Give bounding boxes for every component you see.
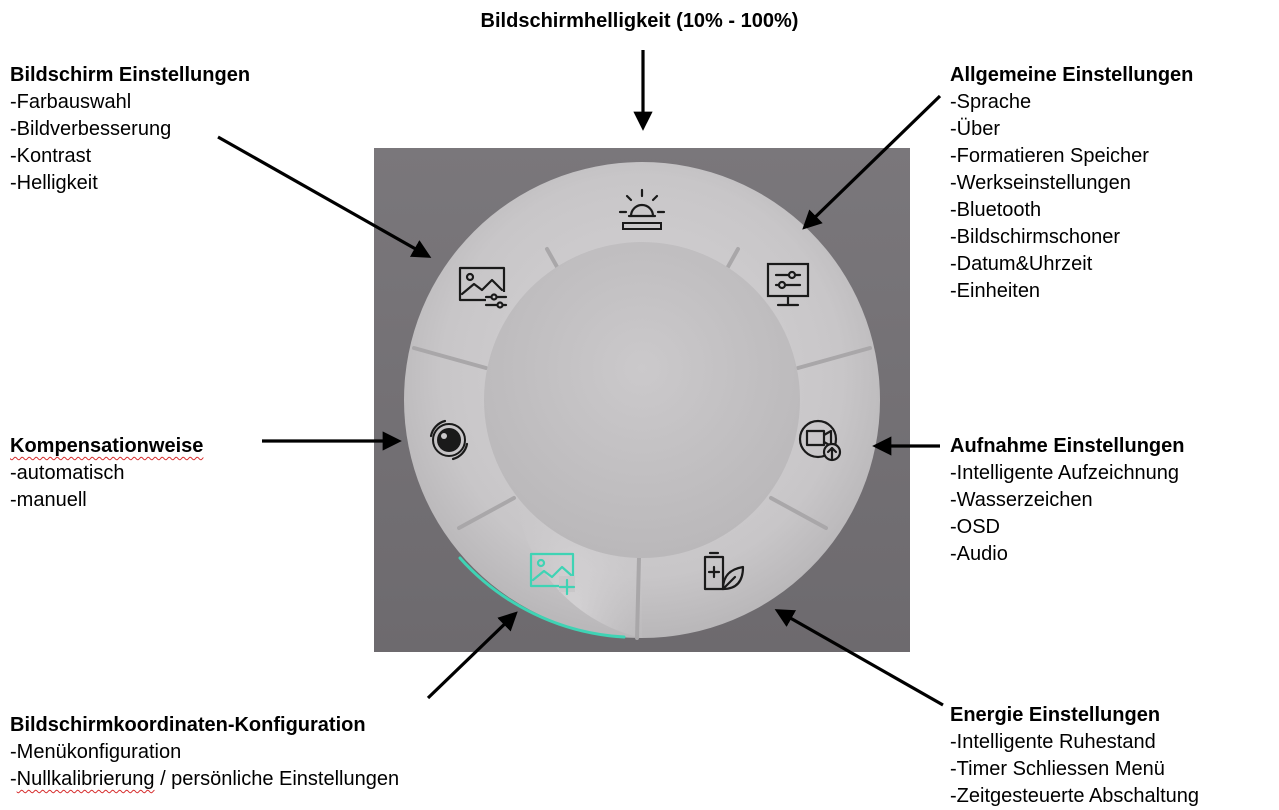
screen-settings-item: -Bildverbesserung [10,118,172,140]
coordinates-title: Bildschirmkoordinaten-Konfiguration [10,714,366,736]
compensation-item: -automatisch [10,462,125,484]
recording-settings-item: -OSD [950,516,1000,538]
brightness-title: Bildschirmhelligkeit (10% - 100%) [480,10,799,32]
screen-settings-item: -Kontrast [10,145,92,167]
energy-settings-title: Energie Einstellungen [950,704,1161,726]
general-settings-item: -Bildschirmschoner [950,226,1121,248]
general-settings-item: -Formatieren Speicher [950,145,1149,167]
compensation-icon[interactable] [429,419,469,461]
energy-settings-item: -Intelligente Ruhestand [950,731,1156,753]
circular-menu [404,162,880,640]
general-settings-item: -Bluetooth [950,199,1042,221]
general-settings-label: Allgemeine Einstellungen -Sprache -Über … [950,62,1193,305]
energy-settings-item: -Timer Schliessen Menü [950,758,1165,780]
brightness-icon[interactable] [618,188,666,230]
menu-center-disc [484,242,800,558]
coordinates-label: Bildschirmkoordinaten-Konfiguration -Men… [10,712,399,793]
coordinates-item-prefix: - [10,768,17,790]
screen-settings-label: Bildschirm Einstellungen -Farbauswahl -B… [10,62,250,197]
coordinates-item-2: -Nullkalibrierung / persönliche Einstell… [10,766,399,793]
general-settings-item: -Werkseinstellungen [950,172,1131,194]
general-settings-title: Allgemeine Einstellungen [950,64,1194,86]
screen-settings-item: -Helligkeit [10,172,98,194]
general-settings-item: -Sprache [950,91,1032,113]
general-settings-item: -Datum&Uhrzeit [950,253,1093,275]
screen-settings-item: -Farbauswahl [10,91,132,113]
recording-settings-item: -Audio [950,543,1008,565]
energy-settings-label: Energie Einstellungen -Intelligente Ruhe… [950,702,1199,810]
compensation-label: Kompensationweise -automatisch -manuell [10,433,203,514]
coordinates-icon[interactable] [529,552,576,596]
screen-settings-title: Bildschirm Einstellungen [10,64,251,86]
compensation-title: Kompensationweise [10,435,204,457]
recording-settings-label: Aufnahme Einstellungen -Intelligente Auf… [950,433,1184,568]
general-settings-item: -Über [950,118,1001,140]
monitor-settings-icon[interactable] [766,262,810,307]
record-settings-icon[interactable] [798,419,842,462]
energy-icon[interactable] [703,551,745,591]
coordinates-item-underlined: Nullkalibrierung [16,768,155,790]
recording-settings-title: Aufnahme Einstellungen [950,435,1185,457]
coordinates-item-rest: / persönliche Einstellungen [154,768,400,790]
general-settings-item: -Einheiten [950,280,1041,302]
recording-settings-item: -Wasserzeichen [950,489,1093,511]
recording-settings-item: -Intelligente Aufzeichnung [950,462,1180,484]
compensation-item: -manuell [10,489,87,511]
active-arc-accent [458,556,626,639]
coordinates-item: -Menükonfiguration [10,741,182,763]
device-menu-screenshot [374,148,910,652]
energy-settings-item: -Zeitgesteuerte Abschaltung [950,785,1200,807]
image-settings-icon[interactable] [458,266,508,309]
